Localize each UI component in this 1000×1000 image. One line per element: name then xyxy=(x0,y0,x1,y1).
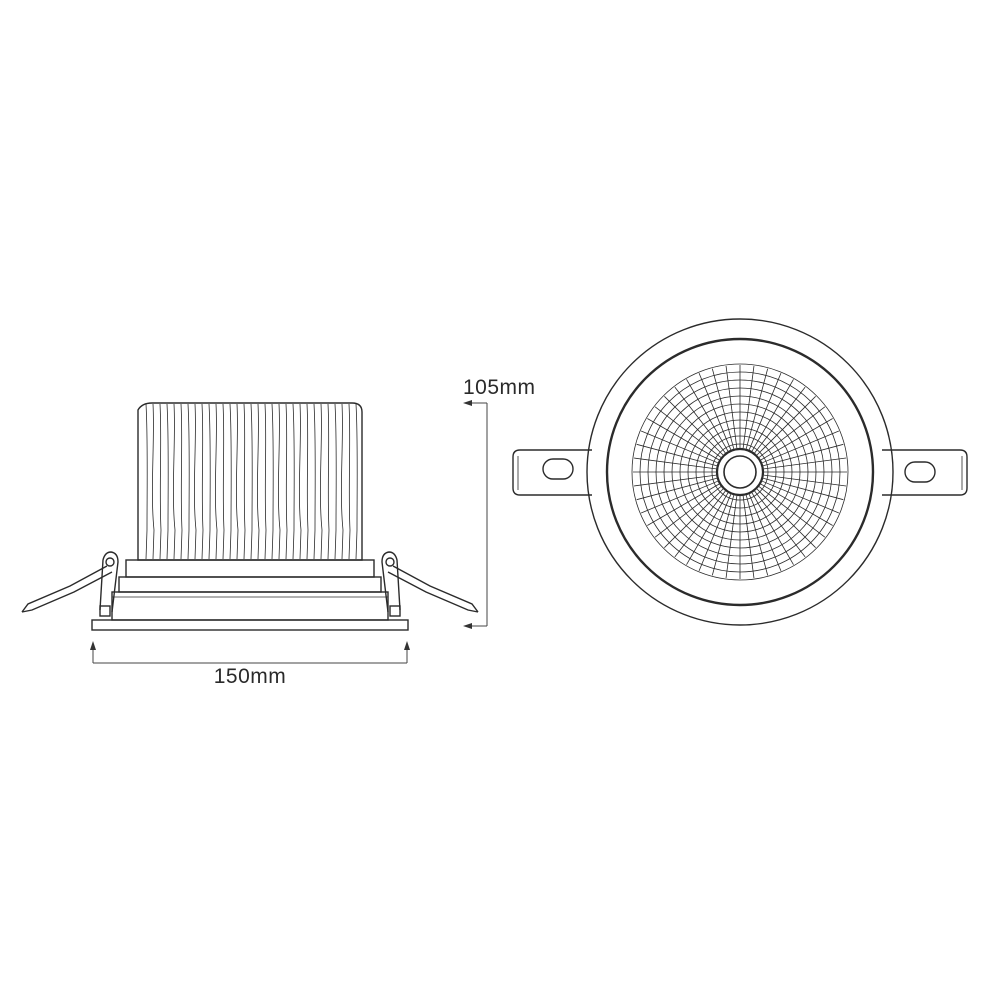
reflector-spoke xyxy=(636,477,717,501)
reflector-spoke xyxy=(758,406,826,458)
reflector-spoke xyxy=(742,365,755,449)
housing-band xyxy=(111,591,389,621)
reflector-spoke xyxy=(633,457,717,470)
width-dimension xyxy=(90,641,410,664)
reflector-spoke xyxy=(686,492,729,565)
fin-line xyxy=(166,403,169,560)
fin-line xyxy=(208,403,211,560)
reflector-spoke xyxy=(654,486,722,538)
fin-line xyxy=(299,403,302,560)
fin-line xyxy=(229,403,232,560)
side-view: 150mm 105mm xyxy=(21,376,536,688)
fin-line xyxy=(194,403,197,560)
reflector-spoke xyxy=(640,430,718,464)
inner-bezel xyxy=(605,337,875,607)
reflector-spoke xyxy=(674,490,726,558)
fin-line xyxy=(341,403,344,560)
reflector-spoke xyxy=(762,430,840,464)
width-label: 150mm xyxy=(214,665,287,688)
fin-line xyxy=(278,403,281,560)
reflector-spoke xyxy=(758,486,826,538)
fin-line xyxy=(320,403,323,560)
fin-line xyxy=(236,403,239,560)
fin-line xyxy=(243,403,246,560)
reflector-spoke xyxy=(647,483,720,526)
reflector-spoke xyxy=(760,483,833,526)
collar-mid xyxy=(118,576,382,593)
led-lens xyxy=(723,455,757,489)
reflector-grid xyxy=(633,365,847,579)
reflector-spoke xyxy=(633,474,717,487)
reflector-spoke xyxy=(664,396,724,456)
reflector-spoke xyxy=(674,386,726,454)
reflector-spoke xyxy=(711,368,735,449)
fin-line xyxy=(292,403,295,560)
heatsink-fins xyxy=(145,403,358,560)
heatsink xyxy=(137,402,363,561)
fin-line xyxy=(159,403,162,560)
reflector-spoke xyxy=(760,418,833,461)
reflector-spoke xyxy=(754,386,806,454)
left-spring-clip xyxy=(21,551,119,617)
reflector-spoke xyxy=(756,488,816,548)
reflector-spoke xyxy=(725,365,738,449)
right-mounting-tab xyxy=(882,449,968,496)
trim-plate xyxy=(91,619,409,631)
left-mounting-tab xyxy=(512,449,592,496)
reflector-spoke xyxy=(711,495,735,576)
fin-line xyxy=(264,403,267,560)
reflector-spoke xyxy=(751,492,794,565)
fin-line xyxy=(250,403,253,560)
reflector-spoke xyxy=(640,480,718,514)
reflector-spoke xyxy=(748,494,782,572)
fin-line xyxy=(257,403,260,560)
reflector-spoke xyxy=(745,368,769,449)
fin-line xyxy=(173,403,176,560)
reflector-spoke xyxy=(763,477,844,501)
reflector-spoke xyxy=(748,372,782,450)
fin-line xyxy=(355,403,358,560)
reflector-spoke xyxy=(686,379,729,452)
led-ring xyxy=(715,447,765,497)
fin-line xyxy=(348,403,351,560)
reflector-spoke xyxy=(742,495,755,579)
outer-trim xyxy=(586,318,894,626)
fin-line xyxy=(180,403,183,560)
reflector-spoke xyxy=(654,406,722,458)
reflector-spoke xyxy=(725,495,738,579)
reflector-spoke xyxy=(763,443,844,467)
reflector-spoke xyxy=(762,480,840,514)
reflector-spoke xyxy=(751,379,794,452)
reflector-spoke xyxy=(754,490,806,558)
fin-line xyxy=(334,403,337,560)
reflector-rim xyxy=(631,363,849,581)
fin-line xyxy=(152,403,155,560)
height-label: 105mm xyxy=(463,376,536,399)
reflector-spoke xyxy=(763,474,847,487)
fin-line xyxy=(222,403,225,560)
fin-line xyxy=(201,403,204,560)
reflector-spoke xyxy=(636,443,717,467)
reflector-spoke xyxy=(763,457,847,470)
fin-line xyxy=(215,403,218,560)
fin-line xyxy=(271,403,274,560)
fin-line xyxy=(313,403,316,560)
fin-line xyxy=(306,403,309,560)
reflector-spoke xyxy=(756,396,816,456)
collar-top xyxy=(125,559,375,578)
fin-line xyxy=(187,403,190,560)
fin-line xyxy=(327,403,330,560)
reflector-spoke xyxy=(647,418,720,461)
fin-line xyxy=(285,403,288,560)
front-view xyxy=(512,318,968,626)
fin-line xyxy=(145,403,148,560)
reflector-spoke xyxy=(745,495,769,576)
reflector-spoke xyxy=(664,488,724,548)
right-spring-clip xyxy=(381,551,479,617)
reflector-spoke xyxy=(698,494,732,572)
reflector-spoke xyxy=(698,372,732,450)
height-dimension xyxy=(463,400,488,629)
